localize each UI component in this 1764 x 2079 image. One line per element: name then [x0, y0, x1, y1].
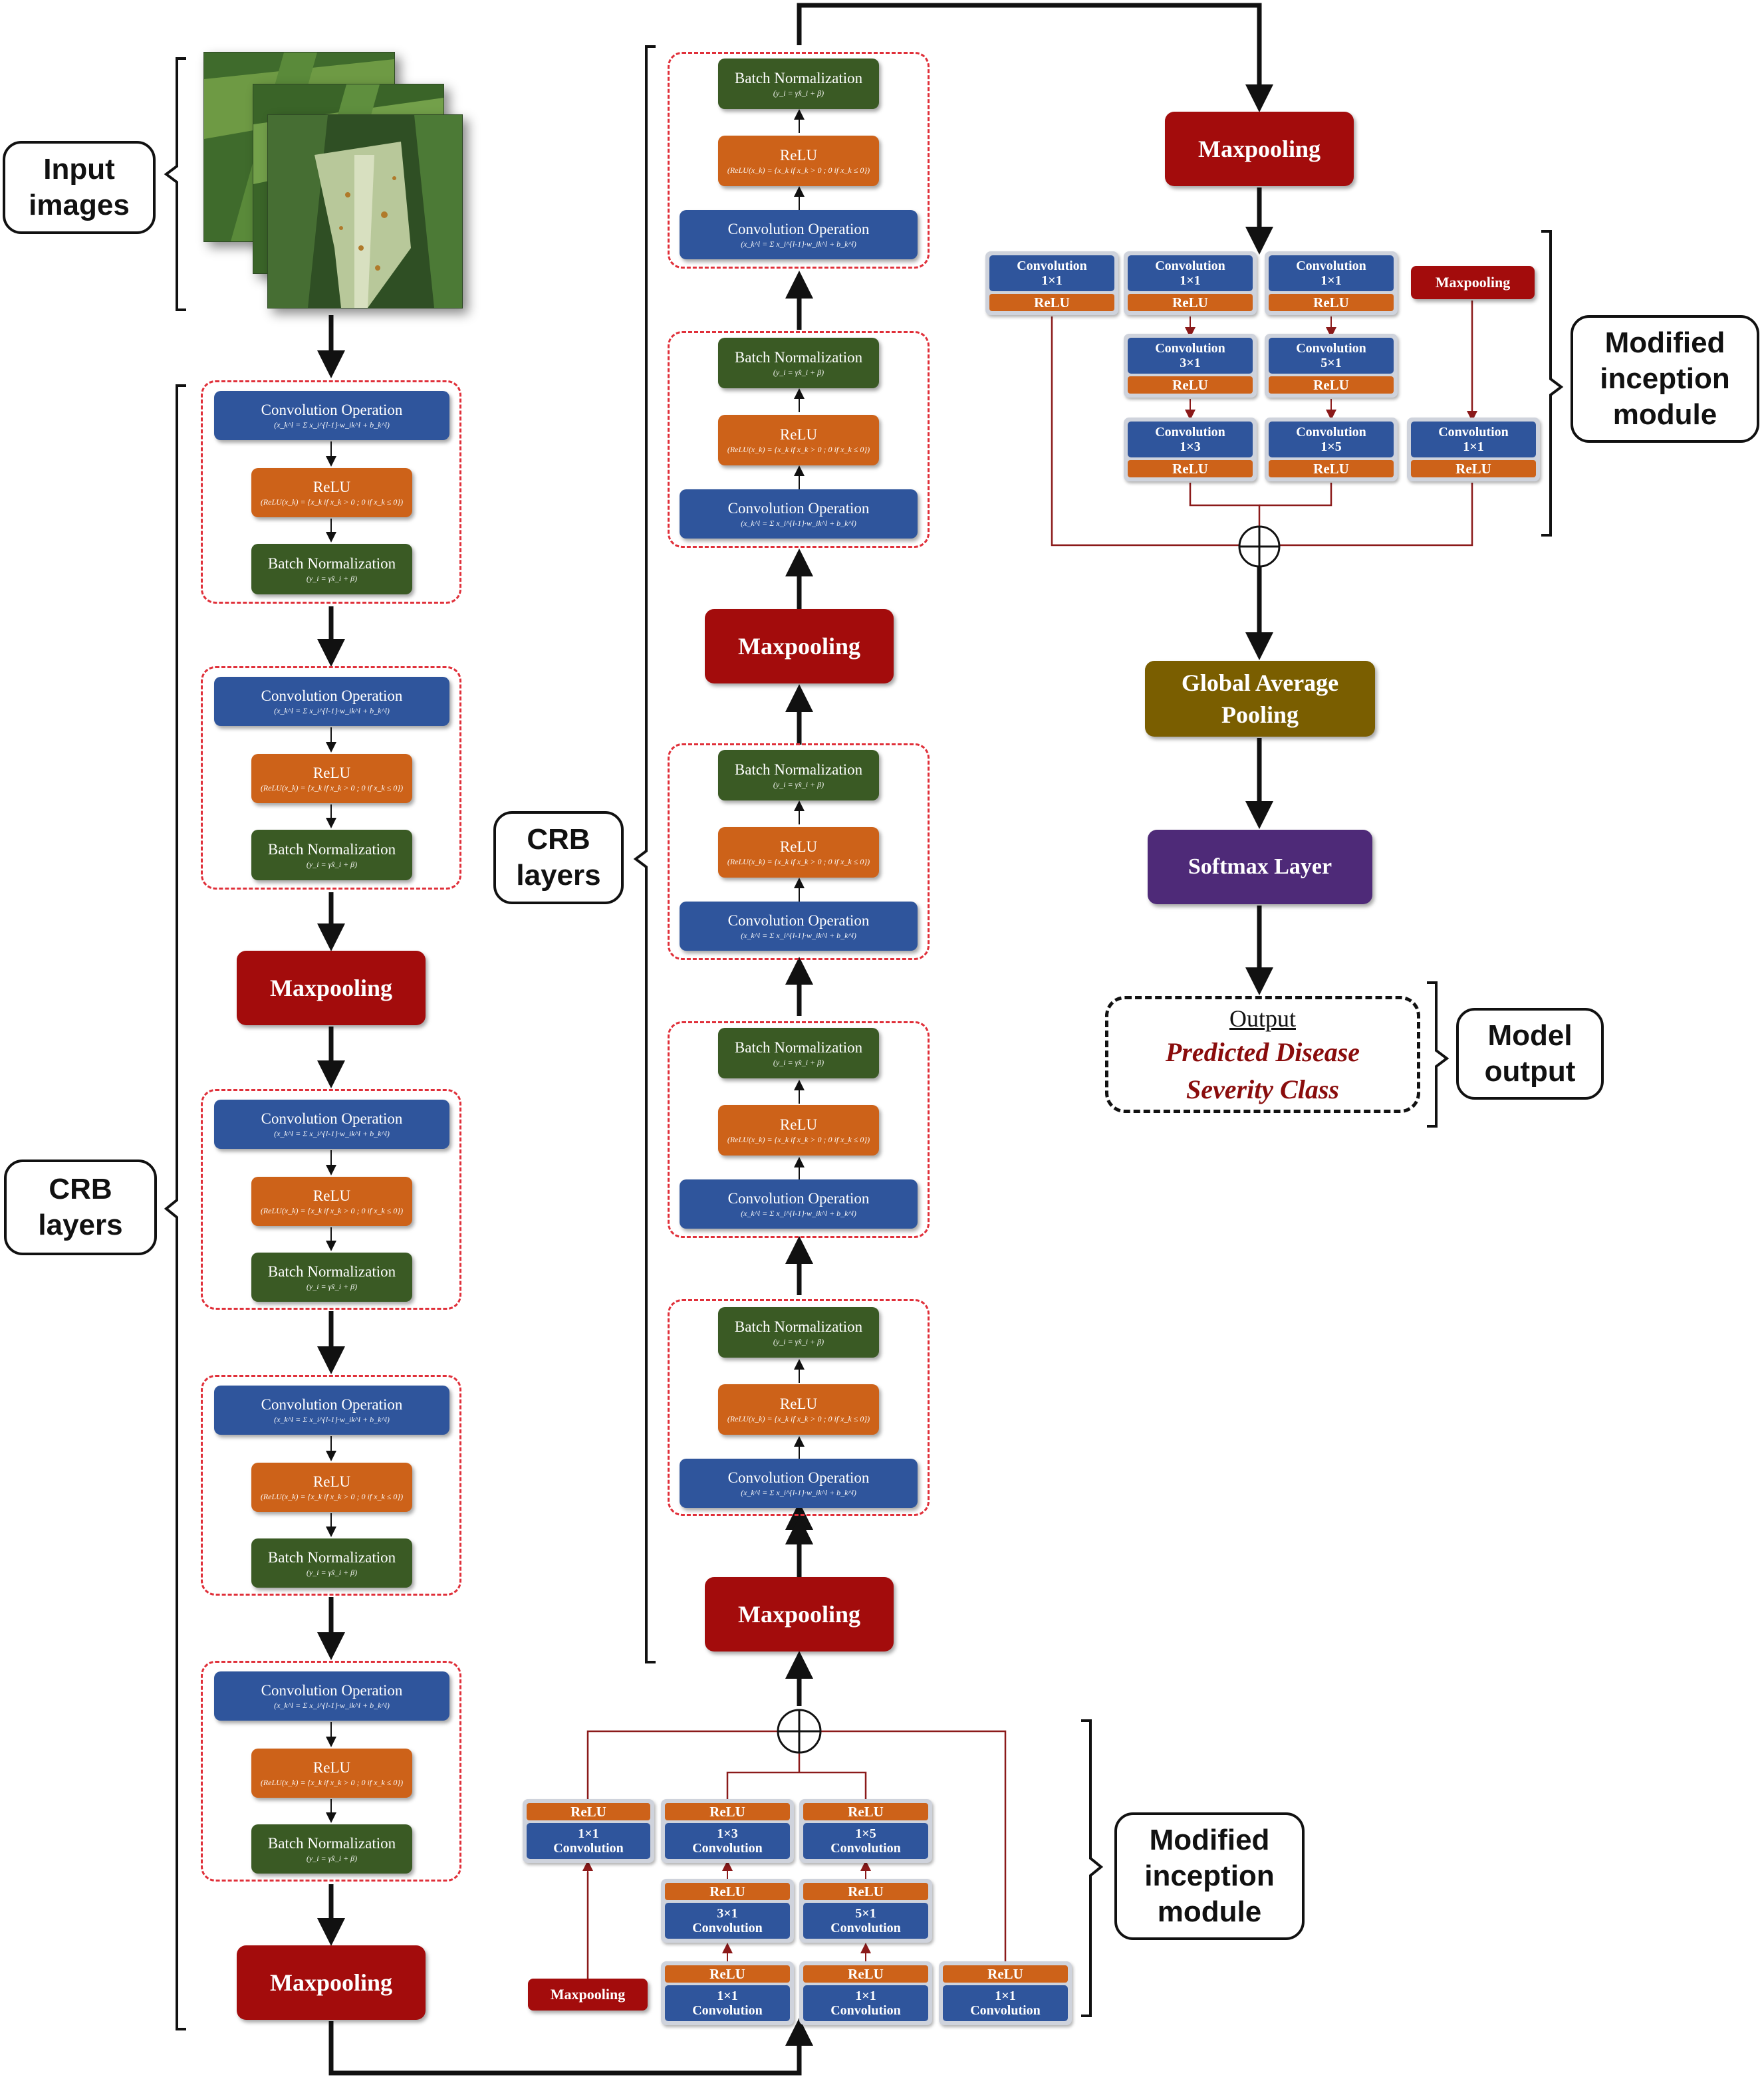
batch-normalization-block: Batch Normalization(y_i = γx̂_i + β) — [718, 750, 879, 800]
maxpooling-block: Maxpooling — [1165, 112, 1354, 186]
inception-maxpooling-bottom: Maxpooling — [528, 1979, 648, 2011]
conv-operation-block: Convolution Operation(x_k^l = Σ x_i^{l-1… — [214, 1386, 449, 1435]
softmax-layer-block: Softmax Layer — [1148, 830, 1372, 904]
relu-block: ReLU(ReLU(x_k) = {x_k if x_k > 0 ; 0 if … — [718, 1384, 879, 1435]
input-images-label-line1: Input — [43, 153, 115, 185]
batch-normalization-block: Batch Normalization(y_i = γx̂_i + β) — [718, 59, 879, 109]
crb-layers-label-middle: CRB layers — [493, 811, 624, 904]
model-output-line2: output — [1484, 1055, 1576, 1088]
model-output-line1: Model — [1487, 1019, 1573, 1052]
relu-block: ReLU(ReLU(x_k) = {x_k if x_k > 0 ; 0 if … — [251, 1749, 412, 1798]
crb-block-middle-2 — [668, 331, 930, 548]
crb-label-left-line2: layers — [38, 1209, 123, 1241]
crb-layers-label-left: CRB layers — [4, 1160, 157, 1255]
conv-operation-block: Convolution Operation(x_k^l = Σ x_i^{l-1… — [680, 210, 918, 259]
batch-normalization-block: Batch Normalization(y_i = γx̂_i + β) — [251, 1824, 412, 1874]
inception-bottom-line2: inception — [1144, 1860, 1275, 1892]
crb-block-middle-5 — [668, 1299, 930, 1516]
batch-normalization-block: Batch Normalization(y_i = γx̂_i + β) — [251, 1253, 412, 1302]
inception-top-line1: Modified — [1604, 326, 1725, 359]
crb-label-mid-line2: layers — [516, 859, 601, 892]
modified-inception-label-top: Modified inception module — [1571, 315, 1759, 443]
crb-block-left-4 — [201, 1375, 461, 1596]
maxpooling-block: Maxpooling — [237, 951, 426, 1025]
inception-maxpooling-top: Maxpooling — [1411, 266, 1535, 299]
batch-normalization-block: Batch Normalization(y_i = γx̂_i + β) — [718, 338, 879, 388]
crb-block-left-1 — [201, 380, 461, 604]
crb-block-middle-3 — [668, 743, 930, 960]
conv-operation-block: Convolution Operation(x_k^l = Σ x_i^{l-1… — [214, 677, 449, 726]
relu-block: ReLU(ReLU(x_k) = {x_k if x_k > 0 ; 0 if … — [718, 136, 879, 186]
relu-block: ReLU(ReLU(x_k) = {x_k if x_k > 0 ; 0 if … — [718, 415, 879, 465]
output-line2: Severity Class — [1186, 1074, 1339, 1104]
crb-block-left-2 — [201, 666, 461, 890]
inception-top-line2: inception — [1600, 362, 1730, 395]
inception-top-line3: module — [1612, 398, 1717, 431]
output-line1: Predicted Disease — [1165, 1037, 1360, 1067]
batch-normalization-block: Batch Normalization(y_i = γx̂_i + β) — [251, 830, 412, 880]
inception-bottom-line1: Modified — [1149, 1824, 1270, 1856]
crb-block-middle-1 — [668, 52, 930, 269]
model-output-label: Model output — [1456, 1008, 1604, 1100]
batch-normalization-block: Batch Normalization(y_i = γx̂_i + β) — [251, 544, 412, 594]
crb-label-left-line1: CRB — [49, 1173, 112, 1205]
output-box: Output Predicted Disease Severity Class — [1105, 996, 1420, 1113]
batch-normalization-block: Batch Normalization(y_i = γx̂_i + β) — [718, 1028, 879, 1078]
conv-operation-block: Convolution Operation(x_k^l = Σ x_i^{l-1… — [214, 1100, 449, 1149]
relu-block: ReLU(ReLU(x_k) = {x_k if x_k > 0 ; 0 if … — [718, 1105, 879, 1156]
crb-block-left-3 — [201, 1089, 461, 1310]
batch-normalization-block: Batch Normalization(y_i = γx̂_i + β) — [251, 1538, 412, 1588]
batch-normalization-block: Batch Normalization(y_i = γx̂_i + β) — [718, 1307, 879, 1358]
relu-block: ReLU(ReLU(x_k) = {x_k if x_k > 0 ; 0 if … — [251, 468, 412, 517]
conv-operation-block: Convolution Operation(x_k^l = Σ x_i^{l-1… — [680, 1459, 918, 1508]
relu-block: ReLU(ReLU(x_k) = {x_k if x_k > 0 ; 0 if … — [251, 1463, 412, 1512]
maxpooling-block: Maxpooling — [237, 1945, 426, 2020]
conv-operation-block: Convolution Operation(x_k^l = Σ x_i^{l-1… — [680, 902, 918, 951]
conv-operation-block: Convolution Operation(x_k^l = Σ x_i^{l-1… — [680, 489, 918, 539]
input-images-stack — [203, 52, 463, 311]
maxpooling-block: Maxpooling — [705, 609, 894, 683]
conv-operation-block: Convolution Operation(x_k^l = Σ x_i^{l-1… — [680, 1179, 918, 1229]
leaf-photo-front — [267, 114, 463, 308]
output-heading: Output — [1229, 1005, 1296, 1032]
global-average-pooling-block: Global Average Pooling — [1145, 661, 1375, 737]
maxpooling-block: Maxpooling — [705, 1577, 894, 1651]
conv-operation-block: Convolution Operation(x_k^l = Σ x_i^{l-1… — [214, 391, 449, 440]
crb-block-left-5 — [201, 1661, 461, 1882]
crb-label-mid-line1: CRB — [527, 823, 590, 856]
relu-block: ReLU(ReLU(x_k) = {x_k if x_k > 0 ; 0 if … — [251, 754, 412, 803]
conv-operation-block: Convolution Operation(x_k^l = Σ x_i^{l-1… — [214, 1671, 449, 1721]
relu-block: ReLU(ReLU(x_k) = {x_k if x_k > 0 ; 0 if … — [718, 827, 879, 878]
relu-block: ReLU(ReLU(x_k) = {x_k if x_k > 0 ; 0 if … — [251, 1177, 412, 1226]
input-images-label: Input images — [3, 141, 156, 234]
inception-bottom-line3: module — [1157, 1896, 1262, 1928]
input-images-label-line2: images — [29, 189, 130, 221]
modified-inception-label-bottom: Modified inception module — [1114, 1812, 1305, 1940]
crb-block-middle-4 — [668, 1021, 930, 1238]
